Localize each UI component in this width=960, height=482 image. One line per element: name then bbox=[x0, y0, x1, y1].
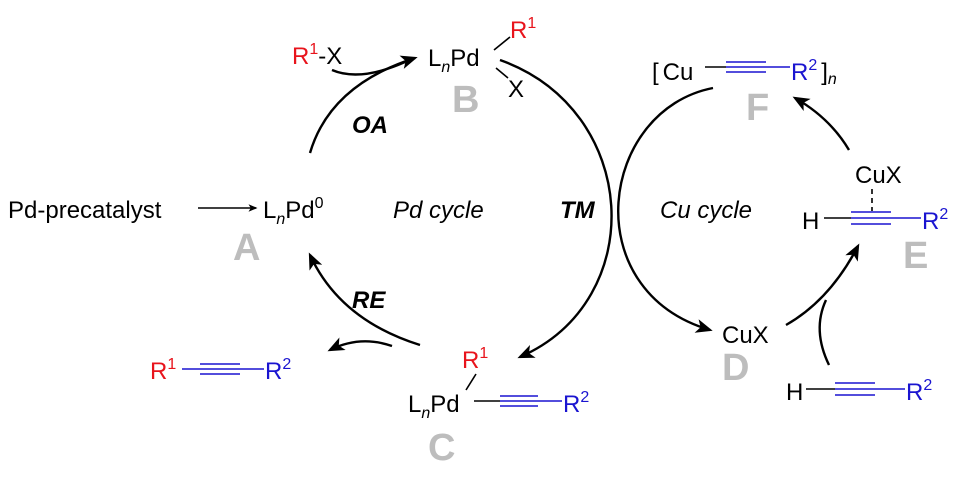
species-c-triple-bond bbox=[474, 395, 562, 407]
e-to-f-arrow bbox=[792, 96, 851, 151]
precatalyst-label: Pd-precatalyst bbox=[8, 197, 162, 224]
step-tm: TM bbox=[560, 197, 596, 224]
oa-reagent-arrow bbox=[331, 60, 406, 76]
d-to-e-arrow bbox=[785, 243, 860, 327]
species-c-r2: R2 bbox=[563, 389, 589, 418]
pd-r1-bond bbox=[493, 36, 511, 51]
transmetalation-arrow bbox=[499, 58, 613, 359]
species-e-h: H bbox=[802, 208, 819, 235]
species-f-triple-bond bbox=[705, 61, 790, 73]
alkyne-h: H bbox=[786, 379, 803, 406]
cu-to-d-arrow bbox=[617, 86, 714, 333]
species-f-r2: R2]n bbox=[791, 57, 837, 88]
product-triple-bond bbox=[182, 363, 264, 375]
species-f-label: F bbox=[746, 87, 769, 129]
oxidative-addition-arrow bbox=[308, 55, 418, 154]
alkyne-entry-arrow bbox=[818, 299, 831, 366]
species-d-label: D bbox=[722, 347, 749, 389]
alkyne-r2: R2 bbox=[906, 377, 932, 406]
species-e-label: E bbox=[903, 235, 928, 277]
species-e-triple-bond bbox=[824, 211, 921, 225]
product-r2: R2 bbox=[265, 356, 291, 385]
species-e-r2: R2 bbox=[922, 206, 948, 235]
step-re: RE bbox=[352, 287, 386, 314]
alkyne-triple-bond bbox=[806, 382, 905, 396]
species-c-r1: R1 bbox=[462, 345, 488, 374]
product-release-arrow bbox=[327, 337, 393, 352]
species-b-r1: R1 bbox=[510, 15, 536, 44]
step-oa: OA bbox=[352, 112, 388, 139]
pd-cycle-label: Pd cycle bbox=[393, 197, 484, 224]
pd-x-bond bbox=[495, 67, 509, 79]
species-b-formula: LnPd bbox=[428, 45, 480, 76]
species-d-formula: CuX bbox=[722, 322, 769, 349]
aryl-halide: R1-X bbox=[292, 41, 342, 70]
species-a-label: A bbox=[233, 227, 260, 269]
species-b-x: X bbox=[508, 76, 524, 103]
cu-cycle-label: Cu cycle bbox=[660, 197, 752, 224]
species-f-formula: [Cu bbox=[652, 59, 693, 86]
species-c-label: C bbox=[428, 427, 455, 469]
species-a-formula: LnPd0 bbox=[263, 195, 324, 228]
species-b-label: B bbox=[452, 79, 479, 121]
product-r1: R1 bbox=[150, 356, 176, 385]
reductive-elimination-arrow bbox=[308, 252, 421, 347]
pd-r1-bond-c bbox=[465, 373, 477, 391]
species-e-cux: CuX bbox=[855, 162, 902, 189]
species-c-formula: LnPd bbox=[408, 391, 460, 422]
